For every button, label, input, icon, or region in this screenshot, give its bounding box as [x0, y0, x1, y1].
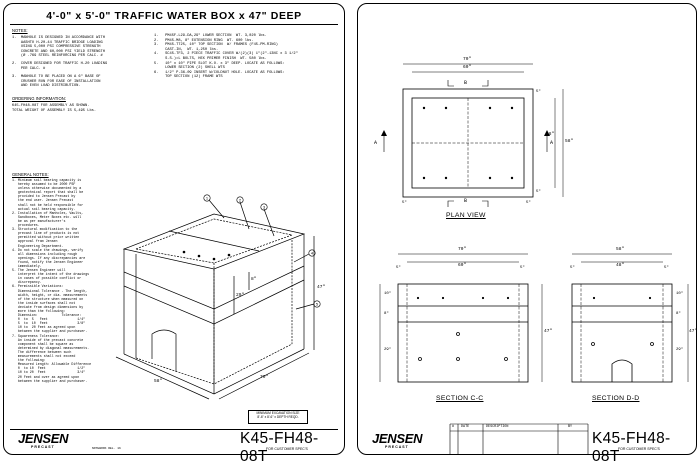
dd-top-height: 10": [676, 292, 684, 296]
drawing-subtitle: FOR CUSTOMER SPEC'S: [266, 447, 308, 451]
svg-text:5: 5: [316, 302, 319, 307]
logo-subtitle: PRECAST: [31, 445, 55, 449]
dd-low-height: 29": [676, 348, 684, 352]
cut-a-left: A: [374, 140, 378, 146]
cc-total-height: 47": [544, 329, 553, 334]
sheet-title: 4'-0" x 5'-0" TRAFFIC WATER BOX x 47" DE…: [46, 10, 302, 22]
rev-col-number: #: [452, 425, 455, 429]
rev-col-date: DATE: [461, 425, 470, 429]
ordering-heading: ORDERING INFORMATION:: [12, 96, 66, 101]
right-drawing-sheet: 70" 60" 58" 48" 5" 5" 5" 5" B B A A PLAN…: [357, 3, 698, 465]
cut-b-bottom: B: [464, 198, 468, 204]
cc-inner-width: 60": [458, 263, 467, 268]
note-2: 2. COVER DESIGNED FOR TRAFFIC H-20 LOADI…: [12, 62, 108, 71]
svg-text:4: 4: [311, 251, 314, 256]
parts-list: 1. PM45F-L29-DA,29" LOWER SECTION WT. 3,…: [154, 34, 298, 80]
cut-a-right: A: [550, 140, 554, 146]
logo-subtitle: PRECAST: [385, 445, 409, 449]
footer-rule: [10, 429, 338, 430]
drawing-subtitle: FOR CUSTOMER SPEC'S: [618, 447, 660, 451]
dd-wall-left: 5": [570, 266, 575, 270]
dd-total-height: 47": [689, 329, 698, 334]
notes-heading: NOTES:: [12, 28, 28, 33]
cc-overall-width: 70": [458, 247, 467, 252]
cc-top-height: 10": [384, 292, 392, 296]
note-3: 3. MANHOLE TO BE PLACED ON A 6" BASE OF …: [12, 75, 101, 89]
general-notes: 1. Minimum soil bearing capacity is here…: [12, 178, 92, 383]
general-notes-heading: GENERAL NOTES:: [12, 172, 49, 177]
footer-small-text: NOTEBOOK REL. 16: [92, 447, 121, 450]
dim-height-lower: 29": [236, 293, 245, 298]
plan-view-label: PLAN VIEW: [446, 212, 486, 219]
cc-wall-left: 5": [396, 266, 401, 270]
dd-inner-width: 48": [616, 263, 625, 268]
isometric-drawing: 1 2 3 4 5: [115, 194, 321, 400]
section-dd-label: SECTION D-D: [592, 395, 640, 402]
plan-inner-height: 48": [546, 132, 555, 137]
excavation-note-box: MINIMUM EXCAVATION SIZE 8'-6" x 8'-6" x …: [248, 410, 308, 424]
plan-wall-bottom: 5": [536, 190, 541, 194]
dim-height-total: 47": [317, 285, 326, 290]
jensen-logo: JENSEN: [18, 431, 69, 446]
ordering-text: K45-FH48-08T FOR ASSEMBLY AS SHOWN. TOTA…: [12, 104, 97, 113]
plan-inner-width: 60": [463, 65, 472, 70]
plan-wall-left: 5": [402, 201, 407, 205]
plan-overall-width: 70": [463, 57, 472, 62]
dim-width: 70": [260, 375, 269, 380]
dim-depth: 58": [154, 379, 163, 384]
rev-col-description: DESCRIPTION: [486, 425, 509, 429]
svg-text:1: 1: [206, 196, 209, 201]
svg-text:2: 2: [239, 198, 242, 203]
plan-view-drawing: [379, 63, 689, 454]
rev-col-by: BY: [568, 425, 573, 429]
dd-overall-width: 58": [616, 247, 625, 252]
jensen-logo: JENSEN: [372, 431, 423, 446]
svg-text:3: 3: [263, 205, 266, 210]
plan-overall-height: 58": [565, 139, 574, 144]
title-rule: [10, 24, 338, 25]
cc-mid-height: 8": [384, 312, 389, 316]
cc-low-height: 29": [384, 348, 392, 352]
note-1: 1. MANHOLE IS DESIGNED IN ACCORDANCE WIT…: [12, 36, 105, 59]
dim-height-ring: 8": [251, 277, 257, 282]
left-drawing-sheet: 4'-0" x 5'-0" TRAFFIC WATER BOX x 47" DE…: [3, 3, 345, 465]
cut-b-top: B: [464, 80, 468, 86]
plan-wall-right: 5": [526, 201, 531, 205]
dd-wall-right: 5": [664, 266, 669, 270]
dd-mid-height: 8": [676, 312, 681, 316]
cc-wall-right: 5": [520, 266, 525, 270]
section-cc-label: SECTION C-C: [436, 395, 484, 402]
plan-wall-top: 5": [536, 90, 541, 94]
